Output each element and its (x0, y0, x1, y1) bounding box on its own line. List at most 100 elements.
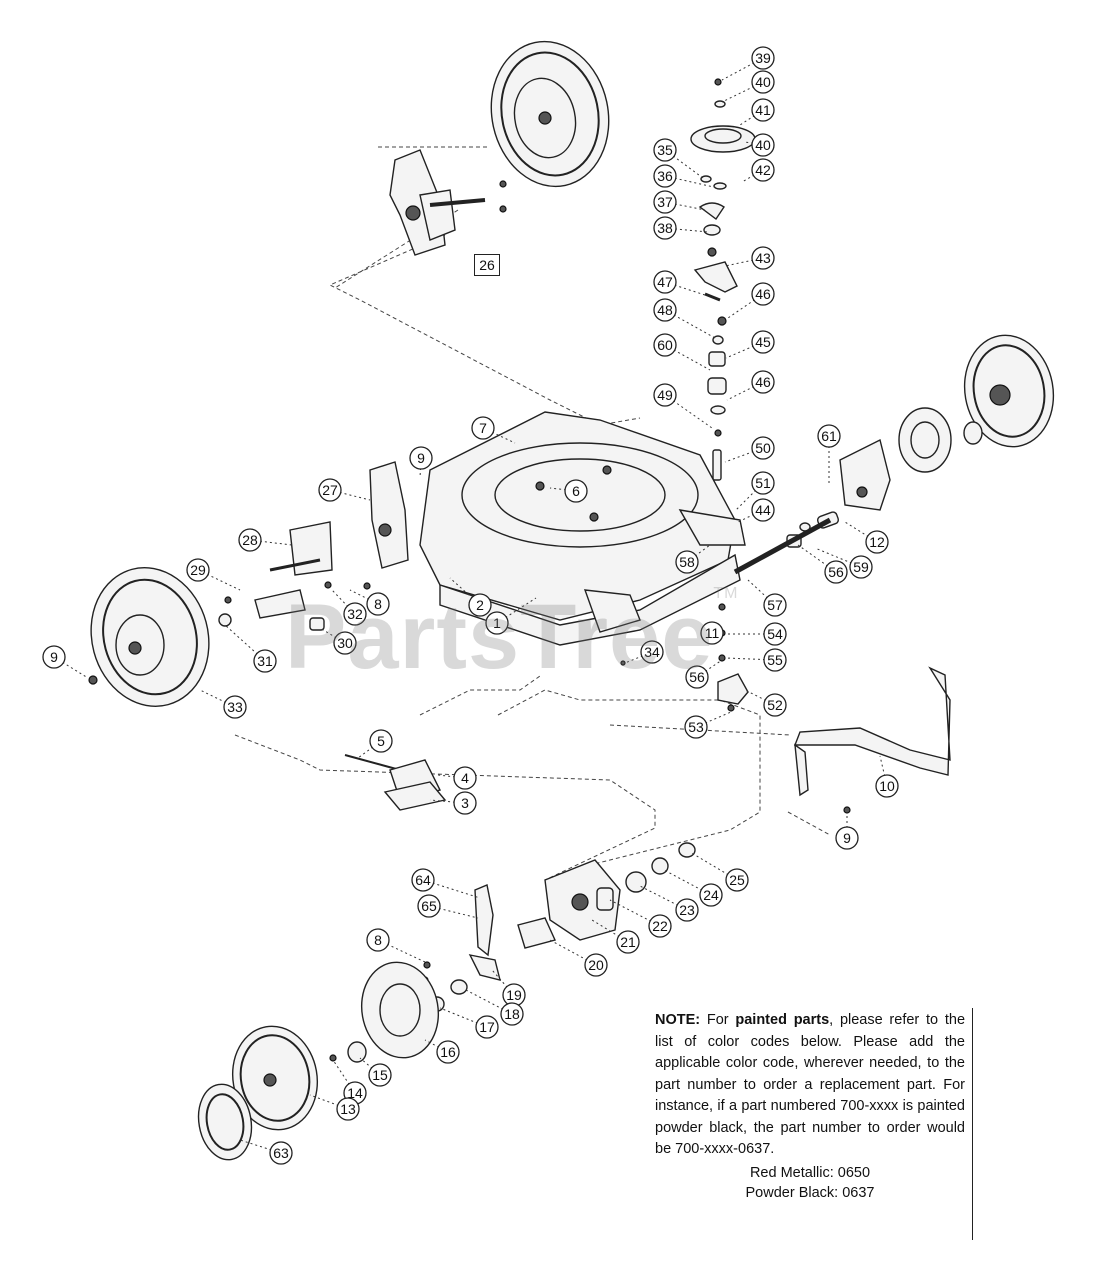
leader-line-31 (224, 624, 266, 662)
callout-20: 20 (584, 953, 608, 977)
callout-17: 17 (475, 1015, 499, 1039)
svg-text:46: 46 (755, 374, 771, 390)
svg-text:37: 37 (657, 194, 673, 210)
callout-34: 34 (640, 640, 664, 664)
leader-line-23 (639, 885, 688, 911)
note-label: NOTE: (655, 1012, 701, 1028)
leader-line-63 (239, 1139, 282, 1154)
callout-6: 6 (564, 479, 588, 503)
callout-38: 38 (653, 216, 677, 240)
svg-text:28: 28 (242, 532, 258, 548)
callout-43: 43 (751, 246, 775, 270)
svg-text:16: 16 (440, 1044, 456, 1060)
rear-wheel-top (490, 40, 610, 188)
right-wheel-assembly (733, 334, 1055, 575)
callout-50: 50 (751, 436, 775, 460)
svg-text:9: 9 (417, 450, 425, 466)
svg-text:6: 6 (572, 483, 580, 499)
svg-text:19: 19 (506, 987, 522, 1003)
callout-8: 8 (366, 592, 390, 616)
svg-text:18: 18 (504, 1006, 520, 1022)
svg-text:30: 30 (337, 635, 353, 651)
blade-spindle-stack (690, 78, 756, 481)
svg-text:50: 50 (755, 440, 771, 456)
callout-57: 57 (763, 593, 787, 617)
svg-text:35: 35 (657, 142, 673, 158)
svg-text:12: 12 (869, 534, 885, 550)
callout-10: 10 (875, 774, 899, 798)
callout-9: 9 (835, 826, 859, 850)
wheel-height-bracket-top (389, 149, 507, 256)
callout-46: 46 (751, 370, 775, 394)
callout-9: 9 (42, 645, 66, 669)
svg-text:44: 44 (755, 502, 771, 518)
callout-36: 36 (653, 164, 677, 188)
svg-text:1: 1 (493, 615, 501, 631)
leader-line-15 (359, 1057, 381, 1076)
note-text-1: For (700, 1012, 736, 1028)
svg-text:47: 47 (657, 274, 673, 290)
callout-40: 40 (751, 133, 775, 157)
svg-text:36: 36 (657, 168, 673, 184)
svg-text:53: 53 (688, 719, 704, 735)
callout-61: 61 (817, 424, 841, 448)
callout-48: 48 (653, 298, 677, 322)
svg-text:49: 49 (657, 387, 673, 403)
svg-text:45: 45 (755, 334, 771, 350)
callout-18: 18 (500, 1002, 524, 1026)
svg-text:52: 52 (767, 697, 783, 713)
leader-line-36 (664, 175, 719, 189)
leader-line-6 (549, 487, 577, 492)
callout-45: 45 (751, 330, 775, 354)
callout-3: 3 (453, 791, 477, 815)
svg-text:25: 25 (729, 872, 745, 888)
callout-14: 14 (343, 1081, 367, 1105)
svg-text:5: 5 (377, 733, 385, 749)
svg-text:56: 56 (689, 669, 705, 685)
svg-text:38: 38 (657, 220, 673, 236)
svg-text:60: 60 (657, 337, 673, 353)
svg-text:8: 8 (374, 932, 382, 948)
callout-5: 5 (369, 729, 393, 753)
svg-text:8: 8 (374, 596, 382, 612)
note-divider (972, 1008, 973, 1240)
callout-42: 42 (751, 158, 775, 182)
callout-16: 16 (436, 1040, 460, 1064)
callout-30: 30 (333, 631, 357, 655)
svg-text:10: 10 (879, 778, 895, 794)
callout-56: 56 (685, 665, 709, 689)
svg-text:59: 59 (853, 559, 869, 575)
callout-25: 25 (725, 868, 749, 892)
leader-line-24 (663, 869, 712, 896)
svg-text:55: 55 (767, 652, 783, 668)
boxed-callout-26: 26 (474, 254, 500, 276)
color-code-red-metallic: Red Metallic: 0650 (749, 1164, 871, 1181)
svg-text:34: 34 (644, 644, 660, 660)
svg-text:9: 9 (50, 649, 58, 665)
svg-text:9: 9 (843, 830, 851, 846)
callout-59: 59 (849, 555, 873, 579)
svg-text:63: 63 (273, 1145, 289, 1161)
callout-44: 44 (751, 498, 775, 522)
svg-text:64: 64 (415, 872, 431, 888)
svg-text:48: 48 (657, 302, 673, 318)
watermark: PartsTreeTM (285, 585, 739, 688)
svg-text:4: 4 (461, 770, 469, 786)
callout-1: 1 (485, 611, 509, 635)
leader-line-42 (741, 169, 764, 183)
callout-58: 58 (675, 550, 699, 574)
callout-40: 40 (751, 70, 775, 94)
callout-9: 9 (409, 446, 433, 470)
svg-text:27: 27 (322, 482, 338, 498)
note-text-2: , please refer to the list of color code… (655, 1012, 966, 1157)
svg-text:15: 15 (372, 1067, 388, 1083)
svg-text:3: 3 (461, 795, 469, 811)
svg-text:17: 17 (479, 1019, 495, 1035)
mulch-door-assembly (344, 754, 447, 811)
color-codes: Red Metallic: 0650 Powder Black: 0637 (655, 1163, 965, 1203)
callout-51: 51 (751, 471, 775, 495)
svg-text:57: 57 (767, 597, 783, 613)
leader-line-16 (424, 1039, 449, 1053)
leader-line-25 (689, 851, 738, 881)
left-front-wheel (88, 567, 210, 707)
